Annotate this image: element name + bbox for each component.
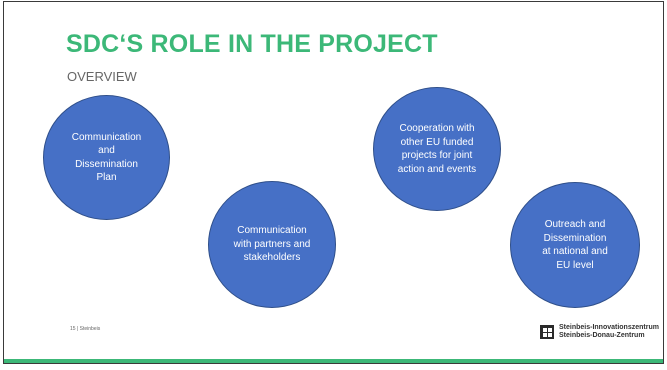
logo-mark-svg [542,327,552,337]
circle-label: Outreach and Dissemination at national a… [542,219,608,271]
circle-label: Communication with partners and stakehol… [233,225,311,264]
slide-subtitle: OVERVIEW [67,69,137,84]
circle-label: Cooperation with other EU funded project… [397,123,477,175]
steinbeis-logo-icon [540,325,554,339]
bottom-accent-bar [4,359,663,363]
circle-outreach: Outreach and Dissemination at national a… [510,182,640,308]
steinbeis-logo: Steinbeis-Innovationszentrum Steinbeis-D… [540,324,659,340]
slide-title: SDC‘S ROLE IN THE PROJECT [66,30,438,58]
circle-label: Communication and Dissemination Plan [71,131,142,184]
slide-footer: 15 | Steinbeis [70,326,101,332]
slide: SDC‘S ROLE IN THE PROJECT OVERVIEW Commu… [3,1,664,364]
steinbeis-logo-text: Steinbeis-Innovationszentrum Steinbeis-D… [559,324,659,339]
circle-eu-cooperation: Cooperation with other EU funded project… [373,87,501,211]
circle-partner-communication: Communication with partners and stakehol… [208,181,336,308]
circle-communication-plan: Communication and Dissemination Plan [43,95,170,220]
